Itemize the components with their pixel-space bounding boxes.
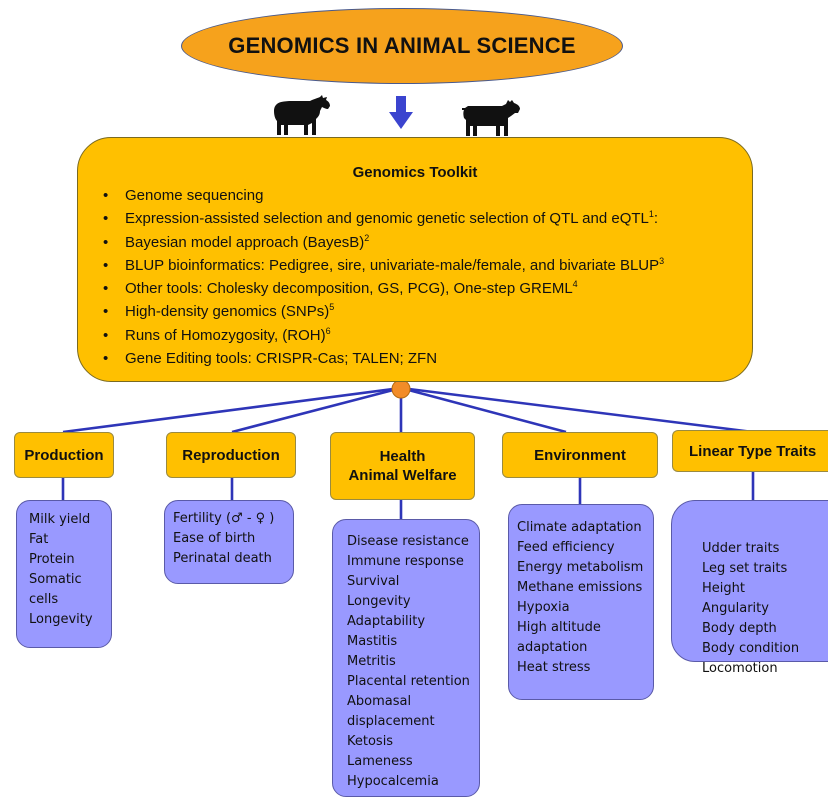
bullet-icon: • — [103, 233, 109, 251]
toolkit-list: •Genome sequencing •Expression-assisted … — [103, 184, 664, 370]
trait-item: Adaptability — [347, 614, 426, 629]
trait-item: Ketosis — [347, 734, 394, 749]
trait-item: Longevity — [29, 612, 93, 627]
toolkit-item: •Expression-assisted selection and genom… — [103, 207, 664, 230]
trait-item: Height — [702, 581, 745, 596]
trait-item: Udder traits — [702, 541, 780, 556]
bullet-icon: • — [103, 210, 109, 228]
category-production: Production — [14, 432, 114, 478]
cow-icon — [462, 100, 520, 136]
bullet-icon: • — [103, 280, 109, 298]
trait-item: Energy metabolism — [517, 560, 644, 575]
hub-node — [391, 379, 411, 399]
trait-item: Body condition — [702, 641, 800, 656]
traits-production: Milk yield Fat Protein Somatic cells Lon… — [16, 500, 112, 648]
traits-linear-type: Udder traits Leg set traits Height Angul… — [671, 500, 828, 676]
trait-item: Body depth — [702, 621, 777, 636]
category-environment: Environment — [502, 432, 658, 478]
trait-item: Longevity — [347, 594, 411, 609]
trait-item: Locomotion — [702, 661, 778, 676]
trait-item: Leg set traits — [702, 561, 788, 576]
trait-item: displacement — [347, 714, 435, 729]
bull-icon — [274, 95, 330, 135]
toolkit-title: Genomics Toolkit — [352, 164, 478, 181]
bullet-icon: • — [103, 326, 109, 344]
connector-production — [62, 386, 402, 434]
trait-item: Climate adaptation — [517, 520, 642, 535]
toolkit-item: •Genome sequencing — [103, 184, 664, 207]
trait-item: Perinatal death — [173, 551, 272, 566]
toolkit-item: •Gene Editing tools: CRISPR-Cas; TALEN; … — [103, 347, 664, 370]
category-linear-type-traits: Linear Type Traits — [672, 430, 828, 472]
category-reproduction: Reproduction — [166, 432, 296, 478]
toolkit-item: •High-density genomics (SNPs)5 — [103, 300, 664, 323]
trait-item: Protein — [29, 552, 75, 567]
traits-health-animal-welfare: Disease resistance Immune response Survi… — [332, 519, 480, 797]
trait-item: Methane emissions — [517, 580, 643, 595]
bullet-icon: • — [103, 187, 109, 204]
connector-environment — [400, 386, 567, 434]
connector-linear-type — [400, 386, 754, 434]
trait-item: Heat stress — [517, 660, 591, 675]
trait-item: Fertility (♂ - ♀ ) — [173, 511, 275, 526]
trait-item: Milk yield — [29, 512, 91, 527]
trait-item: Mastitis — [347, 634, 398, 649]
bullet-icon: • — [103, 256, 109, 274]
trait-item: Ease of birth — [173, 531, 256, 546]
trait-item: adaptation — [517, 640, 588, 655]
trait-item: Hypocalcemia — [347, 774, 439, 789]
genomics-toolkit-box: Genomics Toolkit •Genome sequencing •Exp… — [77, 137, 753, 382]
trait-item: Lameness — [347, 754, 413, 769]
trait-item: Feed efficiency — [517, 540, 615, 555]
trait-item: Placental retention — [347, 674, 470, 689]
page-title: GENOMICS IN ANIMAL SCIENCE — [228, 33, 576, 58]
trait-item: Immune response — [347, 554, 464, 569]
trait-item: Survival — [347, 574, 400, 589]
trait-item: Somatic — [29, 572, 82, 587]
toolkit-item: •Bayesian model approach (BayesB)2 — [103, 231, 664, 254]
traits-environment: Climate adaptation Feed efficiency Energ… — [508, 504, 654, 700]
trait-item: High altitude — [517, 620, 601, 635]
trait-item: Angularity — [702, 601, 769, 616]
trait-item: cells — [29, 592, 59, 607]
trait-item: Metritis — [347, 654, 396, 669]
bullet-icon: • — [103, 303, 109, 321]
category-health-animal-welfare: Health Animal Welfare — [330, 432, 475, 500]
connector-reproduction — [231, 386, 402, 434]
trait-item: Disease resistance — [347, 534, 469, 549]
trait-item: Abomasal — [347, 694, 412, 709]
toolkit-item: •Other tools: Cholesky decomposition, GS… — [103, 277, 664, 300]
toolkit-item: •BLUP bioinformatics: Pedigree, sire, un… — [103, 254, 664, 277]
trait-item: Hypoxia — [517, 600, 570, 615]
toolkit-item: •Runs of Homozygosity, (ROH)6 — [103, 324, 664, 347]
down-arrow-icon — [389, 96, 413, 129]
trait-item: Fat — [29, 532, 49, 547]
title-banner: GENOMICS IN ANIMAL SCIENCE — [181, 8, 623, 84]
traits-reproduction: Fertility (♂ - ♀ ) Ease of birth Perinat… — [164, 500, 294, 584]
bullet-icon: • — [103, 350, 109, 368]
